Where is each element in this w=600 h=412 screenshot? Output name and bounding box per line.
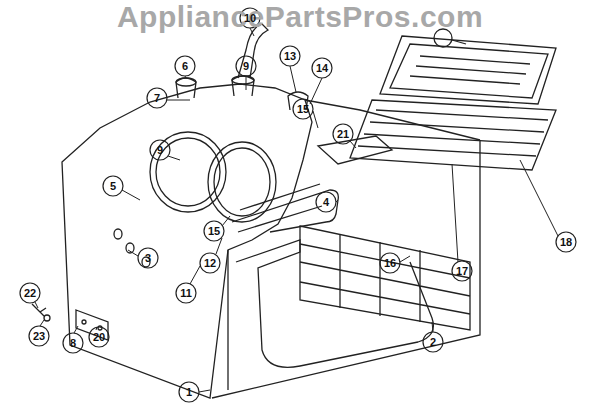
callout-number: 3 bbox=[145, 253, 151, 264]
callout-number: 5 bbox=[110, 181, 116, 192]
callout-number: 21 bbox=[337, 129, 349, 140]
callout-number: 9 bbox=[243, 61, 249, 72]
callout-number: 22 bbox=[24, 288, 36, 299]
callout-number: 18 bbox=[560, 237, 572, 248]
callout-number: 16 bbox=[384, 258, 396, 269]
callout-number: 11 bbox=[180, 288, 192, 299]
callout-number: 4 bbox=[323, 197, 329, 208]
callout-number: 12 bbox=[204, 258, 216, 269]
callout-number: 17 bbox=[456, 266, 468, 277]
callout-number: 15 bbox=[208, 226, 220, 237]
callout-number: 20 bbox=[93, 332, 105, 343]
callout-number: 6 bbox=[182, 61, 188, 72]
callout-number: 8 bbox=[70, 338, 76, 349]
callout-number: 9 bbox=[157, 145, 163, 156]
callout-number: 1 bbox=[186, 387, 192, 398]
callout-number: 7 bbox=[154, 93, 160, 104]
callout-number: 10 bbox=[244, 13, 256, 24]
callout-number: 14 bbox=[316, 63, 328, 74]
callout-number: 23 bbox=[33, 331, 45, 342]
callout-number: 2 bbox=[430, 337, 436, 348]
watermark: AppliancePartsPros.com bbox=[117, 2, 483, 32]
callout-number: 13 bbox=[284, 51, 296, 62]
callout-number: 15 bbox=[297, 104, 309, 115]
